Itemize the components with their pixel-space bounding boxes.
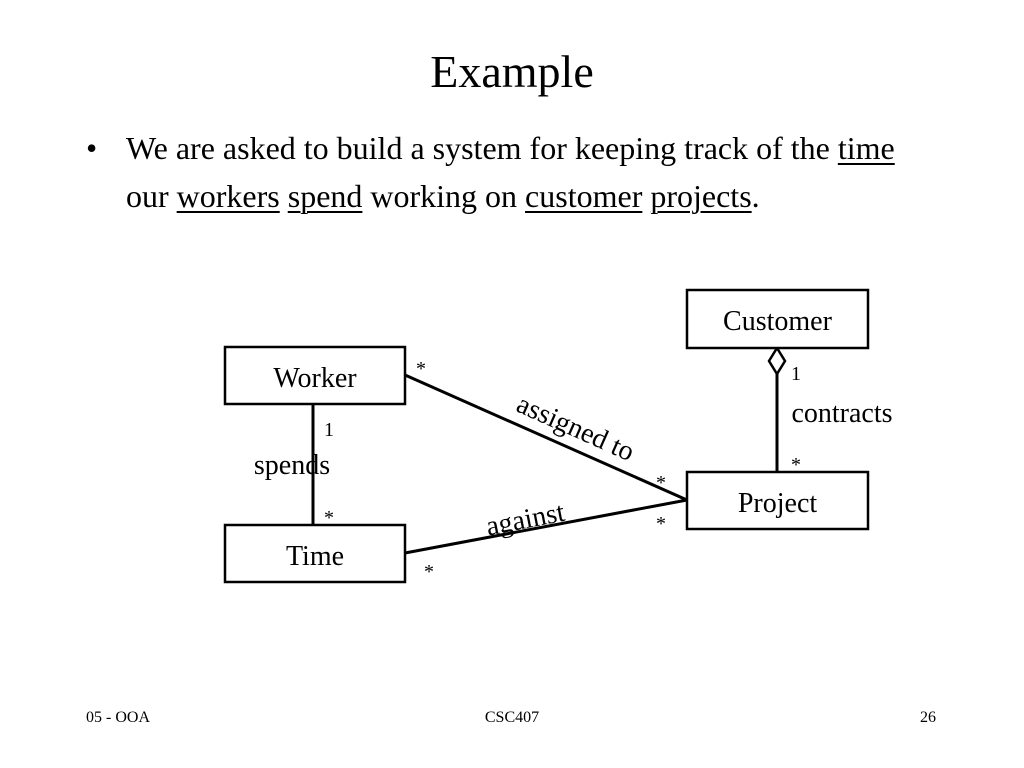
class-worker: Worker	[223, 345, 407, 406]
keyword-time: time	[837, 130, 895, 166]
mult-project-contracts: *	[791, 454, 801, 476]
mult-worker-assigned: *	[416, 358, 426, 380]
footer-course-code: CSC407	[484, 709, 540, 726]
class-worker-label: Worker	[273, 363, 357, 394]
keyword-spend: spend	[287, 178, 363, 214]
mult-customer-contracts: 1	[791, 363, 801, 385]
bullet-text-part: working on	[362, 178, 526, 214]
edge-worker-project	[404, 373, 688, 502]
bullet-marker: •	[86, 130, 98, 166]
edge-time-project	[404, 498, 688, 555]
slide-title: Example	[430, 46, 594, 97]
bullet-text-part: We are asked to build a system for keepi…	[126, 130, 838, 166]
assoc-label-assigned-to: assigned to	[512, 389, 639, 468]
class-time-label: Time	[286, 541, 344, 572]
mult-project-against: *	[656, 513, 666, 535]
mult-worker-spends: 1	[324, 419, 334, 441]
footer-page-number: 26	[920, 709, 936, 726]
mult-time-spends: *	[324, 507, 334, 529]
aggregation-diamond	[767, 345, 787, 377]
class-customer: Customer	[685, 288, 870, 350]
assoc-label-contracts: contracts	[791, 398, 892, 429]
bullet-text-part: our	[126, 178, 177, 214]
class-project-box	[685, 470, 870, 531]
class-customer-box	[685, 288, 870, 350]
class-time: Time	[223, 523, 407, 584]
assoc-label-against: against	[483, 497, 567, 543]
keyword-customer: customer	[525, 178, 643, 214]
footer-course-section: 05 - OOA	[86, 709, 150, 726]
mult-project-assigned: *	[656, 472, 666, 494]
class-project: Project	[685, 470, 870, 531]
keyword-projects: projects	[650, 178, 752, 214]
bullet-text-part: .	[751, 178, 760, 214]
keyword-workers: workers	[176, 178, 280, 214]
bullet-text: We are asked to build a system for keepi…	[126, 124, 926, 220]
class-project-label: Project	[738, 488, 818, 519]
class-customer-label: Customer	[723, 306, 833, 337]
assoc-label-spends: spends	[254, 450, 330, 481]
class-worker-box	[223, 345, 407, 406]
class-time-box	[223, 523, 407, 584]
mult-time-against: *	[424, 561, 434, 583]
